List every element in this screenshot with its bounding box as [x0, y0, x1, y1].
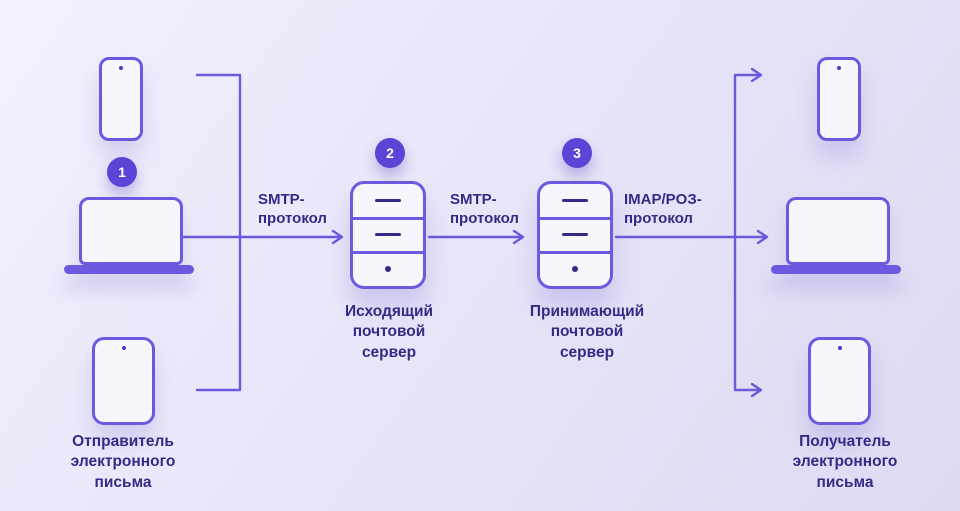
incoming-server-label: Принимающий почтовой сервер [529, 303, 645, 361]
tablet-camera-dot [837, 346, 842, 350]
sender-label: Отправитель электронного письма [70, 433, 176, 491]
sender-bracket-line [181, 73, 242, 392]
receiver-laptop-base [771, 265, 901, 274]
server-power-dot [572, 266, 578, 272]
step-badge-2: 2 [375, 138, 405, 168]
arrow-imap [614, 229, 769, 245]
step-badge-1: 1 [107, 157, 137, 187]
server-slot-line [375, 199, 401, 202]
server-slot-line [375, 233, 401, 236]
protocol-label-smtp-1: SMTP- протокол [258, 191, 327, 228]
sender-laptop-base [64, 265, 194, 274]
arrow-smtp-1 [238, 229, 344, 245]
server-slot-line [562, 233, 588, 236]
sender-laptop-icon [79, 197, 183, 265]
server-divider [353, 217, 423, 220]
receiver-tablet-icon [808, 337, 871, 425]
server-divider [540, 217, 610, 220]
receiver-bracket-line [733, 67, 763, 398]
server-divider [540, 251, 610, 254]
sender-tablet-icon [92, 337, 155, 425]
protocol-label-smtp-2: SMTP- протокол [450, 191, 519, 228]
step-badge-3: 3 [562, 138, 592, 168]
receiver-laptop-icon [786, 197, 890, 265]
server-divider [353, 251, 423, 254]
receiver-phone-icon [817, 57, 861, 141]
sender-phone-icon [99, 57, 143, 141]
tablet-camera-dot [121, 346, 126, 350]
outgoing-server-label: Исходящий почтовой сервер [344, 303, 434, 361]
arrow-smtp-2 [427, 229, 525, 245]
receiver-label: Получатель электронного письма [792, 433, 898, 491]
protocol-label-imap-pop: IMAP/POЗ- протокол [624, 191, 702, 228]
phone-camera-dot [119, 66, 123, 70]
incoming-server-icon [537, 181, 613, 289]
phone-camera-dot [837, 66, 841, 70]
server-slot-line [562, 199, 588, 202]
server-power-dot [385, 266, 391, 272]
outgoing-server-icon [350, 181, 426, 289]
